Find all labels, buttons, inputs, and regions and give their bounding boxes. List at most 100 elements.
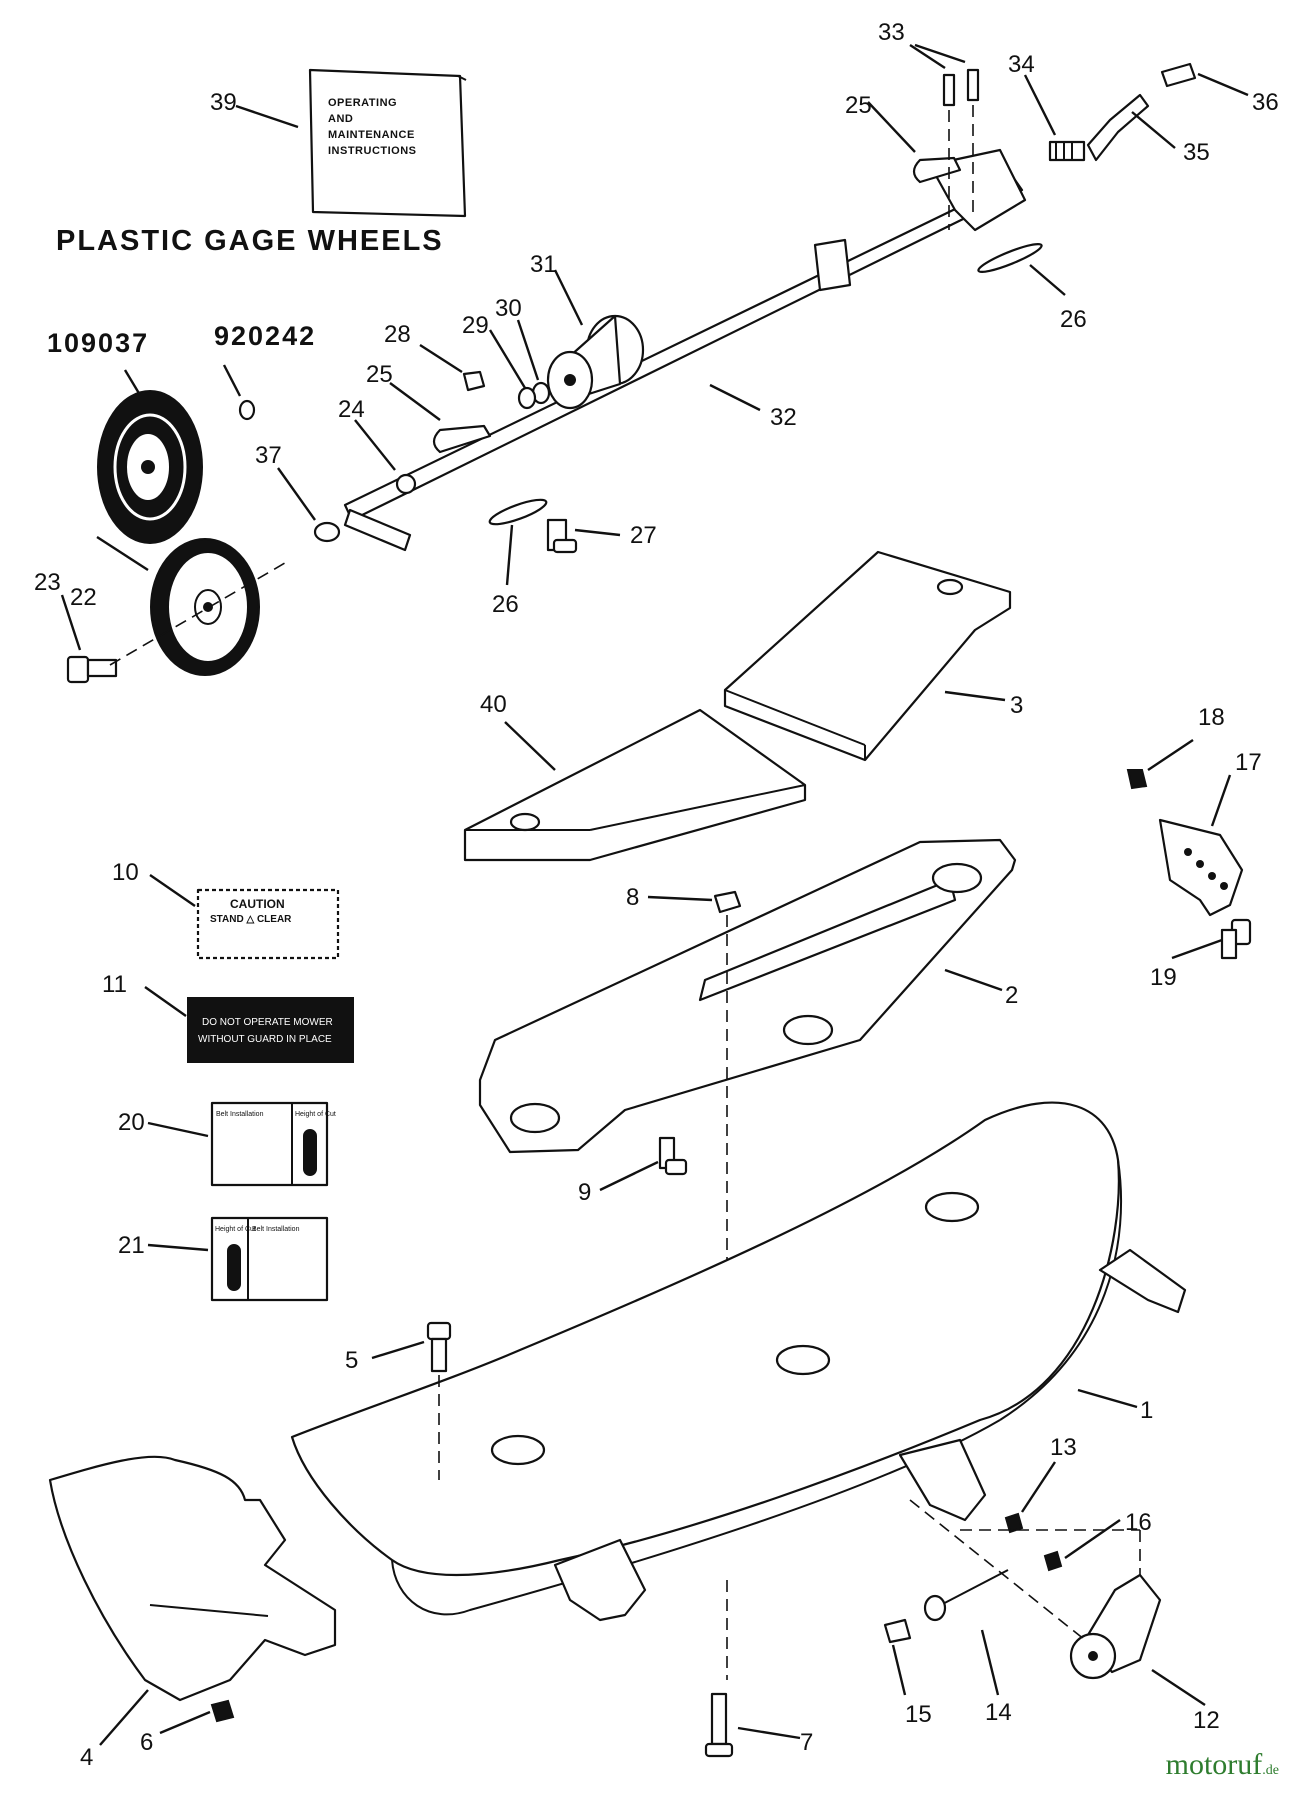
frame-2 [478, 838, 1017, 1154]
callout-34: 34 [1008, 51, 1035, 78]
callout-1: 1 [1140, 1397, 1153, 1424]
callout-17: 17 [1235, 749, 1262, 776]
callout-20: 20 [118, 1109, 145, 1136]
callout-25-upper: 25 [845, 92, 872, 119]
nut-8 [713, 890, 742, 914]
callout-37: 37 [255, 442, 282, 469]
callout-8: 8 [626, 884, 639, 911]
bolt-19 [1220, 918, 1252, 960]
bolt-27 [546, 518, 578, 554]
callout-25-lower: 25 [366, 361, 393, 388]
nut-18 [1126, 769, 1148, 790]
deck-bracket-right [1098, 1248, 1187, 1314]
callout-15: 15 [905, 1701, 932, 1728]
caution-decal-title: CAUTION [230, 897, 285, 911]
clip-25-upper [912, 156, 962, 184]
watermark-name: motoruf [1165, 1748, 1263, 1781]
deck-bracket-front [553, 1538, 647, 1622]
shim-26-lower [488, 498, 548, 526]
callout-29: 29 [462, 312, 489, 339]
decal-20-height-label: Height of Cut [295, 1111, 336, 1118]
callout-32: 32 [770, 404, 797, 431]
guard-decal-line-1: DO NOT OPERATE MOWER [202, 1017, 333, 1028]
decal-20-belt-label: Belt Installation [216, 1111, 264, 1118]
deflector-4 [48, 1455, 337, 1702]
washer-part-code: 920242 [214, 321, 316, 351]
watermark-tld: .de [1262, 1763, 1279, 1778]
guard-decal-11: DO NOT OPERATE MOWER WITHOUT GUARD IN PL… [187, 997, 354, 1063]
callout-2: 2 [1005, 982, 1018, 1009]
clip-25-lower [432, 424, 492, 454]
callout-21: 21 [118, 1232, 145, 1259]
callout-27: 27 [630, 522, 657, 549]
nut-28 [462, 370, 486, 392]
rear-roller-12 [1069, 1573, 1162, 1680]
callout-numbers: 39 22 23 37 24 25 28 29 30 31 32 27 26 2… [34, 19, 1279, 1771]
pin-33-right [966, 68, 980, 102]
callout-40: 40 [480, 691, 507, 718]
nut-13 [1004, 1512, 1024, 1534]
callout-14: 14 [985, 1699, 1012, 1726]
roller-31 [546, 314, 645, 410]
wheel-bolt-23 [66, 655, 118, 684]
callout-16: 16 [1125, 1509, 1152, 1536]
diagram-title: PLASTIC GAGE WHEELS [56, 225, 444, 257]
callout-13: 13 [1050, 1434, 1077, 1461]
callout-18: 18 [1198, 704, 1225, 731]
bracket-17 [1158, 818, 1244, 917]
cover-40 [463, 708, 807, 862]
callout-39: 39 [210, 89, 237, 116]
bolt-9 [658, 1136, 688, 1176]
nut-24 [395, 473, 417, 495]
callout-7: 7 [800, 1729, 813, 1756]
caution-decal-subtitle: STAND △ CLEAR [210, 914, 292, 925]
callout-36: 36 [1252, 89, 1279, 116]
callout-leaders [60, 43, 1249, 1746]
bolt-7 [704, 1692, 734, 1758]
callout-9: 9 [578, 1179, 591, 1206]
callout-35: 35 [1183, 139, 1210, 166]
callout-31: 31 [530, 251, 557, 278]
manual-line-3: MAINTENANCE [328, 129, 415, 141]
height-belt-decal-21: Height of Cut Belt Installation [210, 1216, 329, 1302]
bolt-15 [883, 1618, 912, 1644]
callout-24: 24 [338, 396, 365, 423]
manual-line-2: AND [328, 113, 353, 125]
mower-deck-1 [290, 1101, 1123, 1616]
nut-16 [1043, 1550, 1063, 1572]
caution-decal-10: CAUTION STAND △ CLEAR [196, 888, 340, 960]
manual-line-1: OPERATING [328, 97, 397, 109]
watermark-logo: motoruf.de [1166, 1748, 1279, 1782]
washer-920242-shape [238, 399, 256, 421]
callout-4: 4 [80, 1744, 93, 1771]
callout-22: 22 [70, 584, 97, 611]
washer-37 [313, 521, 341, 543]
shim-26-upper [977, 243, 1043, 273]
nut-6 [210, 1699, 235, 1723]
decal-21-height-label: Height of Cut [215, 1226, 256, 1233]
manual-line-4: INSTRUCTIONS [328, 145, 417, 157]
decal-21-belt-label: Belt Installation [252, 1226, 300, 1233]
tire-part-code: 109037 [47, 328, 149, 358]
deck-bracket-rear [898, 1438, 987, 1522]
guard-decal-line-2: WITHOUT GUARD IN PLACE [198, 1034, 332, 1045]
bolt-5 [426, 1321, 452, 1373]
callout-33: 33 [878, 19, 905, 46]
callout-28: 28 [384, 321, 411, 348]
callout-26-upper: 26 [1060, 306, 1087, 333]
callout-6: 6 [140, 1729, 153, 1756]
callout-3: 3 [1010, 692, 1023, 719]
gage-wheel-22 [150, 538, 260, 676]
belt-height-decal-20: Belt Installation Height of Cut [210, 1101, 336, 1187]
lift-rod-32 [343, 148, 1027, 552]
callout-5: 5 [345, 1347, 358, 1374]
callout-12: 12 [1193, 1707, 1220, 1734]
handle-35 [1086, 93, 1150, 162]
callout-11: 11 [102, 971, 127, 998]
callout-10: 10 [112, 859, 139, 886]
tire-109037 [97, 390, 203, 544]
grip-36 [1160, 62, 1197, 88]
spring-34 [1048, 140, 1086, 162]
operating-manual-booklet: OPERATING AND MAINTENANCE INSTRUCTIONS [308, 68, 467, 218]
